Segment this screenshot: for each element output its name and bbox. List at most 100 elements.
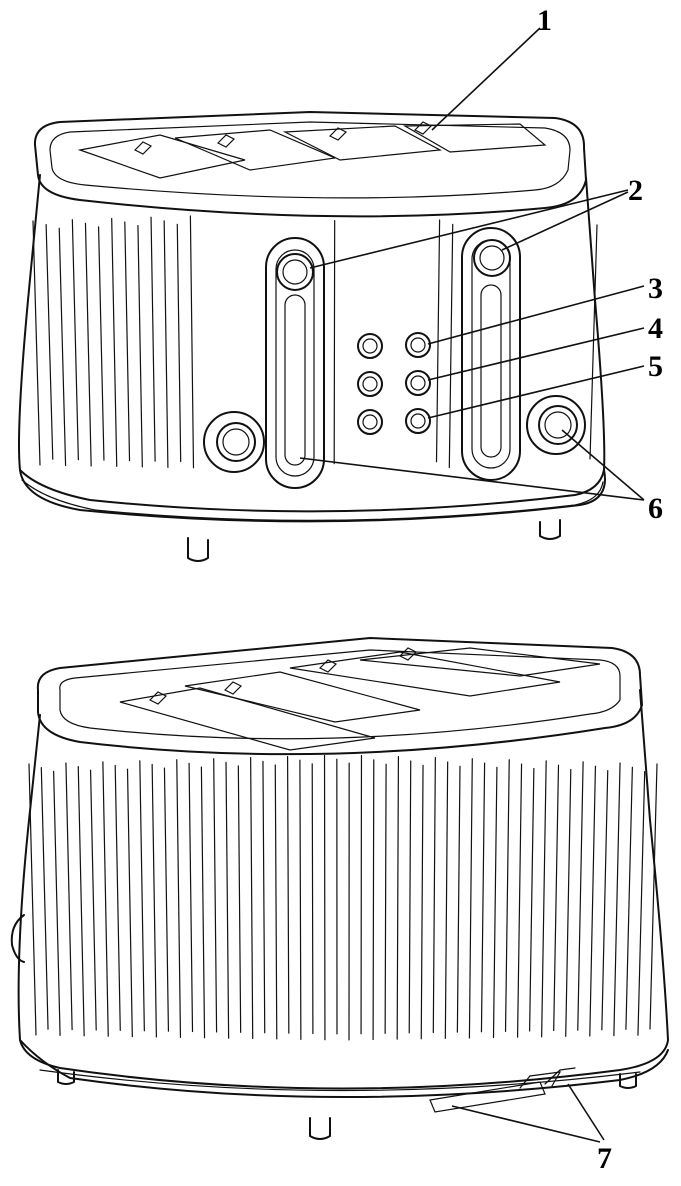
flute-line (480, 762, 486, 1033)
rear-vents (429, 1067, 576, 1113)
rear-lid-inner (59, 649, 621, 740)
flute-line (456, 765, 461, 1033)
flute-line (176, 223, 182, 463)
rear-body-outline (17, 689, 669, 1090)
flute-line (189, 215, 195, 469)
flute-line (311, 763, 314, 1035)
callout-labels: 1 2 3 4 5 6 7 (537, 4, 663, 1175)
flute-line (286, 755, 290, 1034)
rear-base-inner (39, 1069, 641, 1092)
rear-view (10, 637, 669, 1143)
front-lid-inner (49, 121, 571, 199)
rear-slots (119, 647, 601, 751)
callout-4: 4 (648, 312, 663, 345)
flute-line (28, 763, 37, 1036)
front-slots (77, 121, 547, 179)
flute-line (77, 765, 85, 1037)
flute-line (577, 761, 584, 1031)
front-leaders (299, 27, 645, 501)
flute-line (637, 771, 646, 1036)
flute-line (126, 768, 133, 1038)
front-body-outline (18, 174, 606, 523)
flute-line (589, 224, 598, 460)
callout-7: 7 (597, 1142, 612, 1175)
flute-line (97, 226, 105, 461)
flute-line (420, 764, 424, 1040)
flute-line (200, 766, 206, 1039)
flute-line (139, 760, 145, 1032)
carriage-lever (276, 239, 511, 291)
flute-line (601, 769, 609, 1031)
flute-line (102, 761, 109, 1037)
flute-line (137, 225, 143, 468)
front-foot-left (187, 537, 209, 562)
front-base-band-inner (21, 479, 604, 521)
flute-line (250, 757, 254, 1040)
function-buttons (350, 330, 431, 440)
callout-3: 3 (648, 272, 663, 305)
flute-line (151, 763, 157, 1038)
flute-line (504, 759, 510, 1032)
front-flutes (32, 215, 598, 469)
flute-line (188, 762, 194, 1033)
callout-6: 6 (648, 492, 663, 525)
rear-foot-back (57, 1069, 75, 1085)
callout-1: 1 (537, 4, 552, 37)
flute-line (58, 227, 67, 467)
flute-line (274, 764, 278, 1040)
flute-line (114, 764, 121, 1031)
rear-foot-right (619, 1073, 637, 1089)
flute-line (89, 769, 97, 1031)
flute-line (84, 222, 92, 467)
flute-line (213, 758, 218, 1033)
flute-line (613, 762, 621, 1037)
rear-side-knob (10, 914, 25, 963)
flute-line (448, 223, 454, 469)
flute-line (468, 758, 473, 1039)
flute-line (396, 755, 400, 1040)
flute-line (150, 216, 156, 462)
flute-line (384, 763, 387, 1034)
flute-line (71, 219, 79, 461)
flute-line (262, 760, 266, 1034)
flute-line (589, 765, 597, 1037)
rear-lid-outer (36, 637, 643, 756)
flute-line (529, 767, 535, 1032)
flute-line (163, 220, 169, 468)
flute-line (432, 757, 436, 1034)
front-foot-right (539, 519, 561, 540)
flute-line (237, 765, 242, 1033)
flute-line (45, 223, 54, 460)
callout-5: 5 (648, 350, 663, 383)
flute-line (111, 217, 118, 467)
flute-line (625, 766, 633, 1030)
lever-channels (265, 227, 521, 489)
flute-line (176, 759, 182, 1038)
flute-line (53, 770, 61, 1036)
callout-2: 2 (628, 174, 643, 207)
flute-line (541, 760, 547, 1038)
flute-line (124, 221, 131, 462)
flute-line (649, 763, 658, 1030)
flute-line (516, 763, 523, 1038)
front-base-band (19, 469, 605, 513)
flute-line (408, 760, 412, 1034)
flute-line (225, 761, 230, 1039)
flute-line (553, 764, 560, 1032)
front-view (18, 27, 645, 562)
flute-line (65, 762, 73, 1031)
rear-flutes (28, 754, 658, 1041)
front-lid-outer (33, 111, 587, 218)
flute-line (299, 759, 302, 1040)
flute-line (32, 220, 41, 466)
rear-foot-left (309, 1117, 331, 1140)
flute-line (163, 767, 170, 1032)
flute-line (444, 761, 449, 1039)
flute-line (372, 759, 375, 1041)
flute-line (565, 768, 572, 1037)
browning-dials (203, 395, 586, 473)
rear-leaders (451, 1083, 605, 1143)
flute-line (492, 766, 498, 1039)
